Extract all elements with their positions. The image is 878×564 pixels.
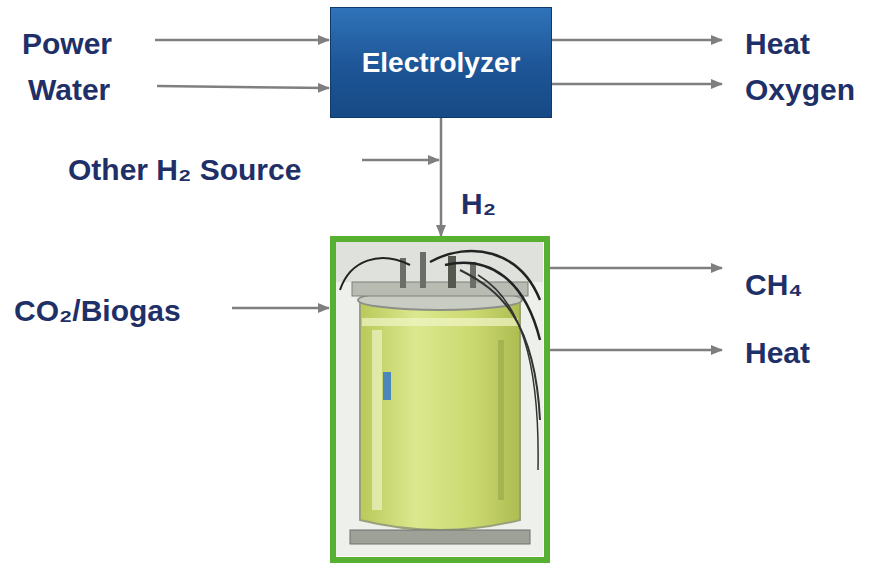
heat-arrow [550, 349, 722, 352]
heat-arrow [552, 39, 722, 42]
flow-label: Heat [745, 335, 810, 371]
node-text: Electrolyzer [362, 47, 521, 79]
co2-arrow [232, 307, 329, 310]
flow-label: CO₂/Biogas [14, 293, 181, 329]
flow-label: CH₄ [745, 267, 803, 303]
flow-label: Power [22, 26, 112, 62]
h2-source-arrow [362, 159, 439, 162]
water-arrow [157, 86, 329, 88]
bioreactor-frame [330, 236, 550, 563]
edge-label: H₂ [461, 186, 496, 222]
flow-label: Other H₂ Source [68, 152, 301, 188]
ch4-arrow [550, 267, 722, 270]
hydrogen-connector [440, 118, 443, 236]
power-arrow [155, 39, 329, 42]
reactor-photo [336, 242, 543, 556]
flow-label: Water [28, 72, 110, 108]
electrolyzer-box: Electrolyzer [330, 7, 552, 118]
flow-label: Oxygen [745, 72, 855, 108]
oxygen-arrow [552, 83, 722, 86]
flow-label: Heat [745, 26, 810, 62]
